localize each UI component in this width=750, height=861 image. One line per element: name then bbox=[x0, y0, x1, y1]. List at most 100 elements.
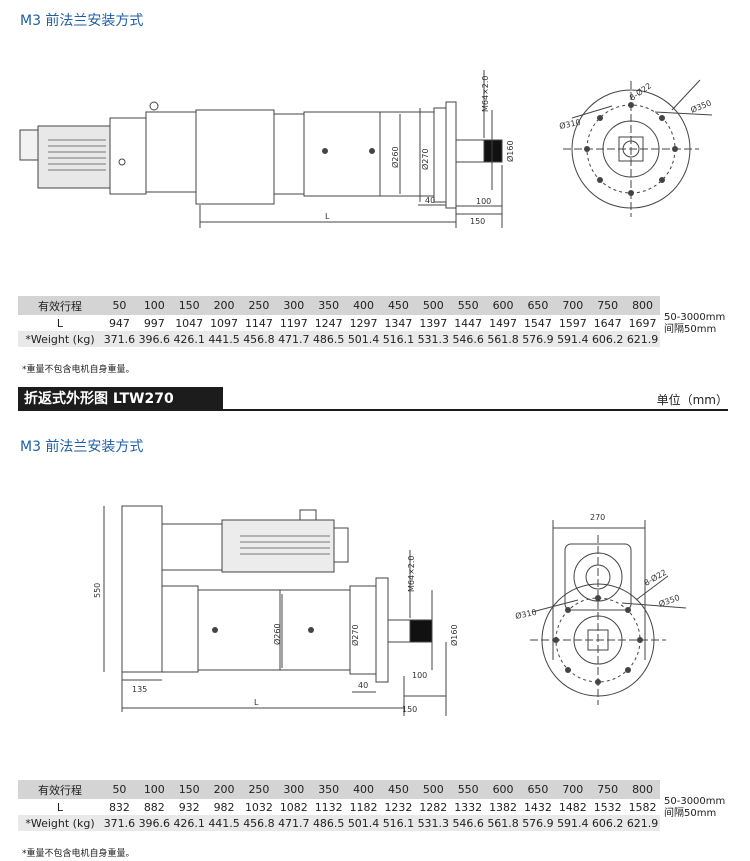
dim-550: 550 bbox=[93, 583, 102, 598]
front-flange bbox=[375, 577, 389, 683]
table-cell: 1082 bbox=[279, 800, 308, 814]
section2-footnote: *重量不包含电机自身重量。 bbox=[22, 849, 135, 859]
table-cell: 150 bbox=[171, 296, 207, 315]
dim-holes: 8-Ø22 bbox=[642, 567, 668, 588]
table-cell: 456.8 bbox=[241, 815, 277, 831]
section1-range-note: 50-3000mm 间隔50mm bbox=[664, 312, 726, 335]
table-cell: 300 bbox=[276, 780, 312, 799]
table-cell: 350 bbox=[311, 780, 347, 799]
table-cell: 621.9 bbox=[625, 331, 660, 347]
row-label: *Weight (kg) bbox=[18, 815, 102, 831]
table-cell: 501.4 bbox=[346, 815, 381, 831]
table-cell: 1297 bbox=[349, 316, 378, 330]
motor-connector bbox=[333, 527, 349, 563]
dim-150: 150 bbox=[470, 217, 485, 226]
table-cell: 250 bbox=[241, 296, 277, 315]
table-cell: 1397 bbox=[419, 316, 448, 330]
table-cell: 750 bbox=[590, 780, 626, 799]
table-cell: 1697 bbox=[628, 316, 657, 330]
table-cell: 501.4 bbox=[346, 331, 381, 347]
section2-drawing: M64×2.0 550 135 Ø260 Ø270 Ø160 40 100 15… bbox=[93, 505, 687, 716]
table-cell: 471.7 bbox=[276, 815, 312, 831]
table-cell: 1582 bbox=[628, 800, 657, 814]
table-cell: 396.6 bbox=[136, 815, 172, 831]
dim-L: L bbox=[325, 212, 330, 221]
section2-range-note: 50-3000mm 间隔50mm bbox=[664, 796, 726, 819]
table-cell: 150 bbox=[171, 780, 207, 799]
table-cell: 700 bbox=[555, 780, 591, 799]
rod-end bbox=[409, 619, 433, 643]
table-cell: 606.2 bbox=[590, 331, 626, 347]
dim-150: 150 bbox=[402, 705, 417, 714]
table-cell: 471.7 bbox=[276, 331, 312, 347]
table-cell: 606.2 bbox=[590, 815, 626, 831]
servo-motor bbox=[221, 519, 335, 573]
table-cell: 400 bbox=[346, 296, 381, 315]
lifting-eye bbox=[149, 101, 159, 111]
row-label: *Weight (kg) bbox=[18, 331, 102, 347]
table-cell: 1197 bbox=[279, 316, 308, 330]
table-cell: 1182 bbox=[349, 800, 378, 814]
table-cell: 500 bbox=[415, 296, 451, 315]
table-cell: 932 bbox=[178, 800, 200, 814]
table-cell: 1597 bbox=[558, 316, 587, 330]
table-cell: 350 bbox=[311, 296, 347, 315]
table-cell: 1247 bbox=[314, 316, 343, 330]
reducer-housing bbox=[161, 523, 223, 571]
table-cell: 750 bbox=[590, 296, 626, 315]
dim-40: 40 bbox=[358, 681, 368, 690]
table-cell: 546.6 bbox=[450, 815, 486, 831]
table-cell: 450 bbox=[381, 296, 416, 315]
table-cell: 550 bbox=[450, 780, 486, 799]
table-cell: 591.4 bbox=[555, 815, 591, 831]
section-banner: 折返式外形图 LTW270 单位（mm） bbox=[18, 387, 728, 411]
dim-d260: Ø260 bbox=[390, 146, 400, 168]
table-cell: 371.6 bbox=[102, 815, 137, 831]
cylinder-body bbox=[303, 111, 435, 197]
table-cell: 650 bbox=[520, 780, 556, 799]
gearbox-body bbox=[195, 109, 275, 205]
table-cell: 800 bbox=[625, 780, 660, 799]
table-cell: 591.4 bbox=[555, 331, 591, 347]
table-cell: 531.3 bbox=[415, 815, 451, 831]
table-cell: 100 bbox=[136, 296, 172, 315]
table-cell: 1232 bbox=[384, 800, 413, 814]
section2-heading: M3 前法兰安装方式 bbox=[20, 439, 144, 455]
table-cell: 700 bbox=[555, 296, 591, 315]
section1-heading: M3 前法兰安装方式 bbox=[20, 13, 144, 29]
table-cell: 947 bbox=[108, 316, 130, 330]
section1-footnote: *重量不包含电机自身重量。 bbox=[22, 365, 135, 375]
table-cell: 1032 bbox=[244, 800, 273, 814]
table-cell: 982 bbox=[213, 800, 235, 814]
table-cell: 450 bbox=[381, 780, 416, 799]
row-label: 有效行程 bbox=[18, 296, 102, 315]
dim-d160: Ø160 bbox=[505, 140, 515, 162]
unit-label: 单位（mm） bbox=[656, 393, 728, 407]
table-cell: 550 bbox=[450, 296, 486, 315]
table-cell: 396.6 bbox=[136, 331, 172, 347]
table-cell: 561.8 bbox=[485, 815, 521, 831]
table-cell: 1547 bbox=[523, 316, 552, 330]
table-cell: 500 bbox=[415, 780, 451, 799]
table-cell: 516.1 bbox=[381, 815, 416, 831]
front-flange bbox=[445, 101, 457, 209]
dim-100: 100 bbox=[476, 197, 491, 206]
table-cell: 200 bbox=[206, 780, 242, 799]
dim-40: 40 bbox=[425, 196, 435, 205]
dim-d350: Ø350 bbox=[689, 97, 713, 114]
table-cell: 1482 bbox=[558, 800, 587, 814]
table-cell: 200 bbox=[206, 296, 242, 315]
table-cell: 1332 bbox=[454, 800, 483, 814]
table-cell: 650 bbox=[520, 296, 556, 315]
dim-w270: 270 bbox=[590, 513, 605, 522]
dim-d310: Ø310 bbox=[514, 607, 537, 621]
table-cell: 600 bbox=[485, 780, 521, 799]
section1-drawing: M64×2.0 Ø260 Ø270 Ø160 40 100 150 L 8-Ø2… bbox=[19, 70, 713, 228]
